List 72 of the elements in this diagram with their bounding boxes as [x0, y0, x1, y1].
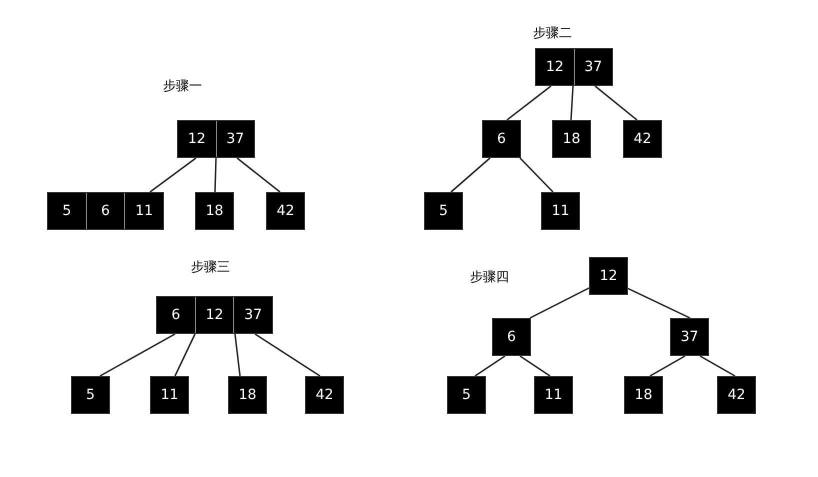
connector-line — [506, 85, 552, 121]
connector-line — [214, 158, 217, 192]
key-number: 6 — [496, 130, 507, 149]
key-box — [482, 120, 521, 158]
connector-line — [254, 333, 320, 377]
connector-line — [570, 86, 574, 120]
key-number: 12 — [544, 58, 565, 77]
step-title: 步骤二 — [533, 25, 572, 42]
key-number: 11 — [544, 386, 564, 405]
key-box — [47, 192, 164, 230]
connector-line — [474, 355, 506, 377]
key-number: 37 — [574, 49, 612, 85]
key-number: 42 — [276, 202, 296, 221]
key-number: 11 — [124, 193, 164, 229]
key-number: 18 — [562, 130, 582, 149]
key-box — [424, 192, 463, 230]
key-box — [534, 376, 573, 414]
key-box — [447, 376, 486, 414]
step-title: 步骤四 — [470, 269, 509, 286]
key-box — [623, 120, 662, 158]
key-number: 6 — [86, 193, 124, 229]
key-number: 5 — [438, 202, 449, 221]
key-box — [492, 318, 531, 356]
connector-line — [236, 157, 280, 193]
key-box — [150, 376, 189, 414]
key-number: 6 — [170, 306, 182, 325]
connector-line — [519, 157, 554, 193]
key-box — [156, 296, 273, 334]
connector-line — [594, 85, 638, 121]
key-number: 37 — [233, 297, 272, 333]
connector-line — [520, 355, 550, 377]
connector-line — [150, 157, 196, 193]
key-number: 5 — [61, 202, 72, 221]
connector-line — [700, 355, 736, 377]
key-number: 18 — [204, 202, 224, 221]
key-box — [195, 192, 234, 230]
key-number: 5 — [85, 386, 96, 405]
key-number: 37 — [216, 121, 254, 157]
key-number: 18 — [634, 386, 654, 405]
connector-line — [626, 287, 690, 319]
key-box — [624, 376, 663, 414]
connector-line — [530, 287, 590, 319]
connector-line — [174, 334, 196, 376]
key-number: 42 — [632, 130, 652, 149]
key-box — [535, 48, 613, 86]
key-box — [717, 376, 756, 414]
key-box — [305, 376, 344, 414]
connector-line — [234, 334, 241, 376]
key-box — [552, 120, 591, 158]
key-number: 37 — [680, 328, 700, 347]
key-box — [541, 192, 580, 230]
key-box — [670, 318, 709, 356]
key-box — [177, 120, 255, 158]
connector-line — [100, 333, 176, 377]
key-number: 11 — [160, 386, 180, 405]
key-box — [228, 376, 267, 414]
key-number: 12 — [598, 267, 618, 286]
key-box — [266, 192, 305, 230]
key-number: 18 — [238, 386, 258, 405]
key-number: 12 — [194, 297, 234, 333]
step-title: 步骤三 — [191, 259, 230, 276]
key-number: 12 — [186, 130, 207, 149]
key-number: 42 — [726, 386, 746, 405]
connector-line — [450, 157, 490, 193]
key-box — [71, 376, 110, 414]
key-number: 5 — [461, 386, 472, 405]
connector-line — [650, 355, 686, 377]
key-box — [589, 257, 628, 295]
step-title: 步骤一 — [163, 78, 202, 95]
key-number: 11 — [550, 202, 570, 221]
key-number: 6 — [506, 328, 517, 347]
key-number: 42 — [314, 386, 334, 405]
